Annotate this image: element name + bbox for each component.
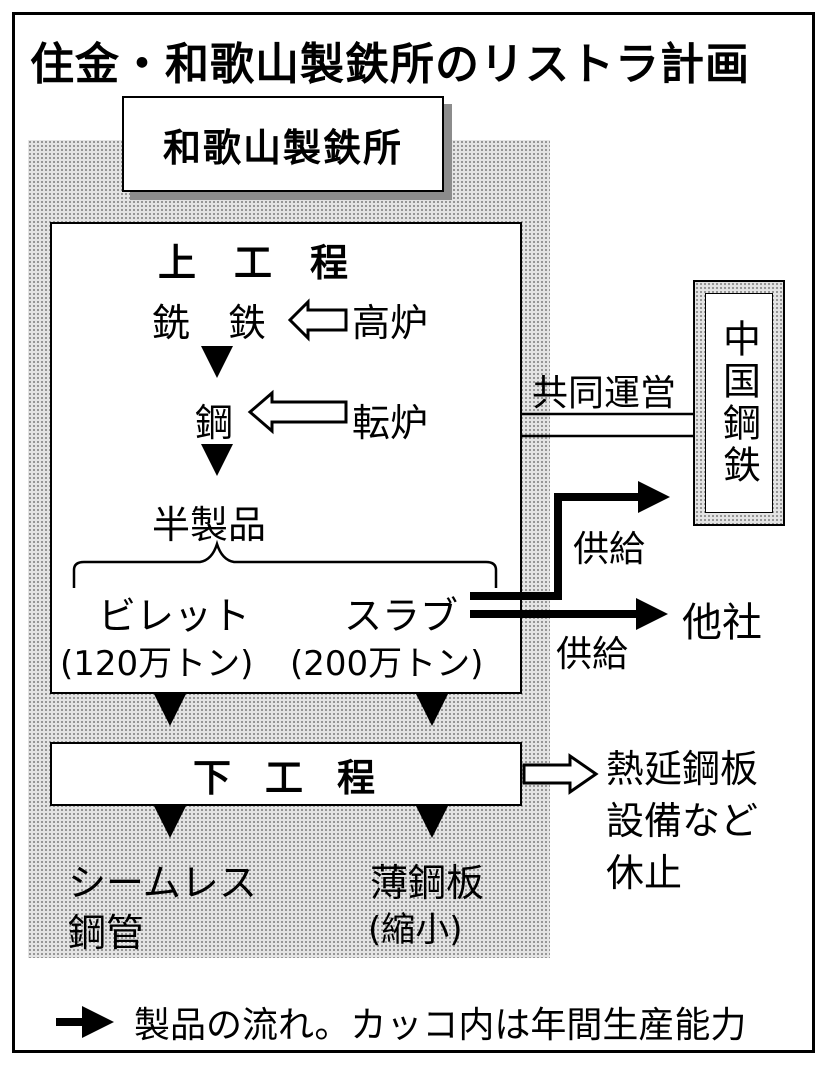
joint-operation-label: 共同運営 xyxy=(532,373,677,414)
thin-sheet-note: (縮小) xyxy=(368,910,463,950)
slab-capacity: (200万トン) xyxy=(290,644,484,684)
china-steel-name: 中国鋼鉄 xyxy=(705,293,773,513)
steel-label: 鋼 xyxy=(195,401,234,445)
seamless-pipe-label-line2: 鋼管 xyxy=(68,911,145,955)
hollow-arrow-closure xyxy=(522,753,599,795)
closure-note-line3: 休止 xyxy=(606,851,683,895)
legend-text: 製品の流れ。カッコ内は年間生産能力 xyxy=(134,1005,747,1046)
billet-label: ビレット xyxy=(98,594,251,638)
supply-arrow-china-steel xyxy=(470,481,670,600)
figure-frame xyxy=(12,12,815,1053)
blast-furnace-label: 高炉 xyxy=(352,301,429,345)
seamless-pipe-label-line1: シームレス xyxy=(68,861,257,905)
semi-finished-brace xyxy=(72,539,498,588)
semi-finished-label: 半製品 xyxy=(152,503,267,547)
pig-iron-label: 銑 鉄 xyxy=(152,301,267,345)
downstream-label: 下工程 xyxy=(192,755,409,800)
slab-label: スラブ xyxy=(344,594,459,638)
hollow-arrow-converter xyxy=(247,389,348,435)
figure-title: 住金・和歌山製鉄所のリストラ計画 xyxy=(30,39,750,90)
supply-label-china-steel: 供給 xyxy=(573,529,646,570)
converter-label: 転炉 xyxy=(352,401,429,445)
thin-sheet-label: 薄鋼板 xyxy=(370,861,485,905)
supply-label-other-companies: 供給 xyxy=(556,634,629,675)
hollow-arrow-blast-furnace xyxy=(287,298,348,342)
closure-note-line2: 設備など xyxy=(606,799,759,843)
upstream-process-box xyxy=(50,222,522,694)
billet-capacity: (120万トン) xyxy=(60,644,254,684)
closure-note-line1: 熱延鋼板 xyxy=(606,747,759,791)
upstream-label: 上 工 程 xyxy=(158,241,349,285)
plant-name: 和歌山製鉄所 xyxy=(162,125,403,170)
downstream-process-box: 下工程 xyxy=(50,742,522,806)
plant-name-box: 和歌山製鉄所 xyxy=(122,96,444,192)
other-companies-label: 他社 xyxy=(682,600,762,646)
china-steel-box: 中国鋼鉄 xyxy=(693,280,785,526)
